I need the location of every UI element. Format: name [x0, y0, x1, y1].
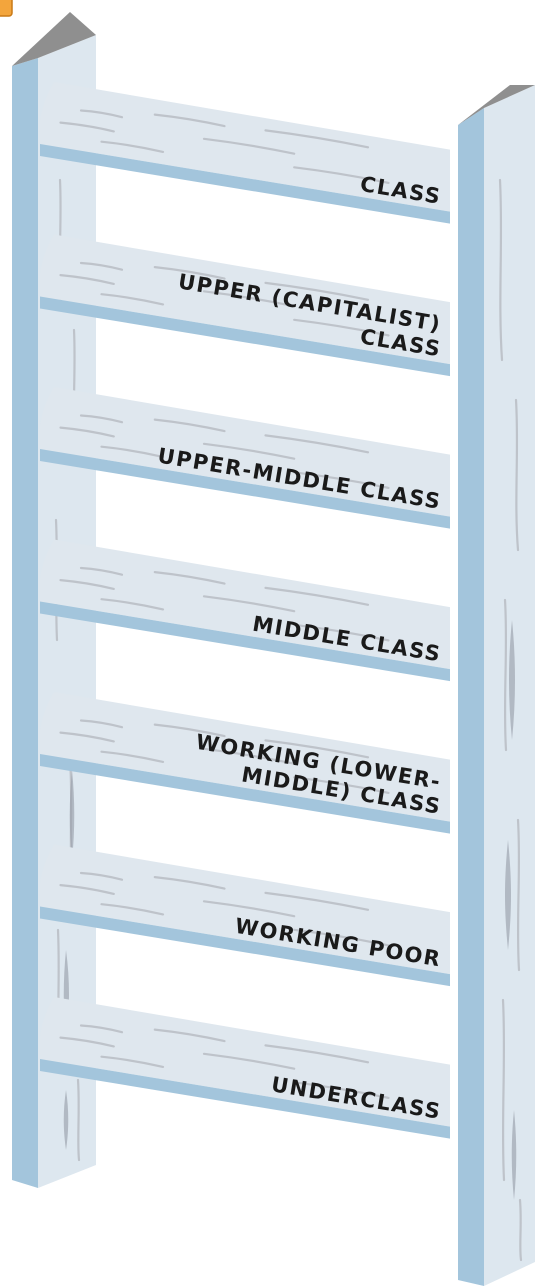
rung-4 — [39, 540, 450, 682]
right-rail — [458, 85, 535, 1286]
rungs-layer — [39, 82, 450, 1139]
rung-1 — [39, 82, 450, 224]
rung-7 — [39, 997, 450, 1139]
right-rail-side — [458, 108, 484, 1286]
corner-badge-icon — [0, 0, 12, 16]
left-rail-side — [12, 58, 38, 1188]
